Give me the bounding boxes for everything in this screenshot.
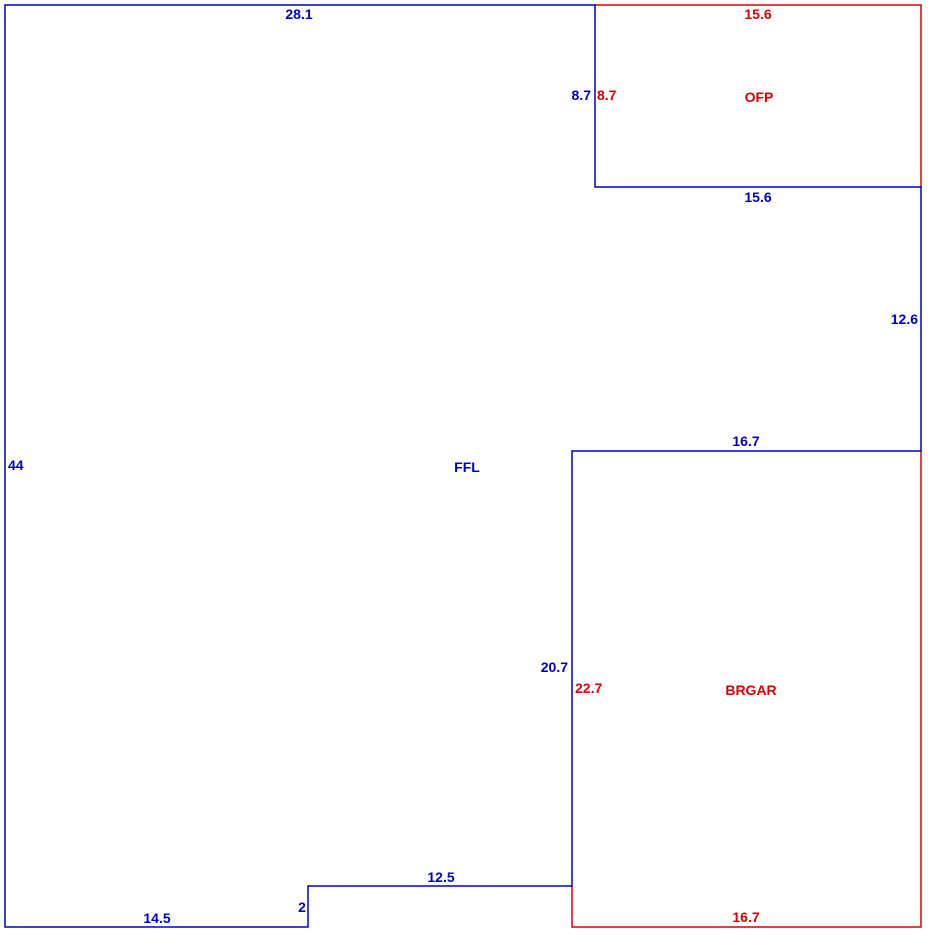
ffl-dim-step: 2 — [298, 899, 306, 915]
ffl-dim-garage-side: 20.7 — [541, 659, 568, 675]
ffl-dim-garage-top: 16.7 — [732, 433, 759, 449]
brgar-outline — [571, 451, 922, 928]
ffl-dim-top: 28.1 — [285, 6, 312, 22]
brgar-dim-side: 22.7 — [575, 680, 602, 696]
ffl-outline — [4, 4, 922, 928]
ofp-outline — [595, 4, 922, 187]
ffl-dim-right: 12.6 — [891, 311, 918, 327]
ffl-dim-bottom-left: 14.5 — [143, 910, 170, 926]
brgar-dim-bottom: 16.7 — [732, 909, 759, 925]
ffl-dim-porch-bottom: 15.6 — [744, 189, 771, 205]
ffl-dim-left: 44 — [8, 457, 24, 473]
ffl-area-label: FFL — [454, 459, 480, 475]
brgar-area-label: BRGAR — [725, 682, 776, 698]
ofp-dim-side: 8.7 — [597, 87, 617, 103]
ffl-dim-bottom-mid: 12.5 — [427, 869, 454, 885]
ffl-dim-porch-side: 8.7 — [572, 87, 592, 103]
ofp-area-label: OFP — [745, 89, 774, 105]
ofp-dim-top: 15.6 — [744, 6, 771, 22]
